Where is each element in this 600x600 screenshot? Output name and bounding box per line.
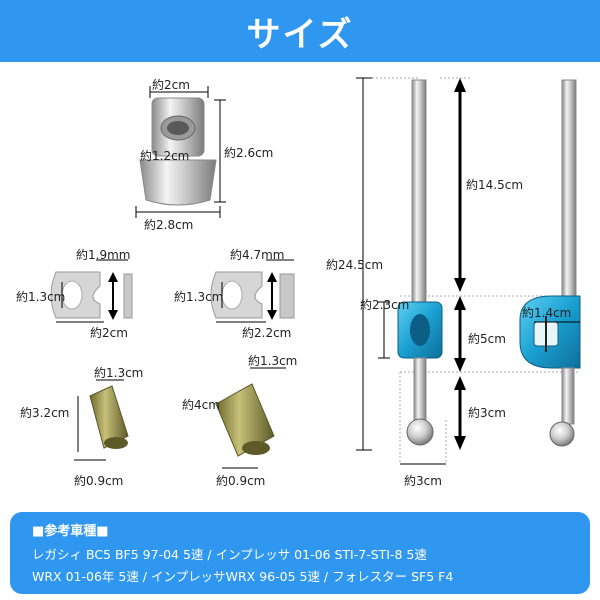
washer-a-thick-label: 約1.9mm bbox=[76, 248, 131, 262]
nut-top-label: 約2cm bbox=[152, 78, 190, 92]
sleeve-short bbox=[74, 379, 129, 461]
washer-a-inner-label: 約1.3cm bbox=[16, 290, 66, 304]
sleeve-b-length-label: 約4cm bbox=[182, 398, 220, 412]
parts-illustration bbox=[50, 77, 581, 469]
nut-inner-label: 約1.2cm bbox=[140, 149, 190, 163]
sleeve-a-outer-label: 約1.3cm bbox=[94, 366, 144, 380]
sleeve-a-length-label: 約3.2cm bbox=[20, 406, 70, 420]
washer-b-thick-label: 約4.7mm bbox=[230, 248, 285, 262]
compatible-vehicles-panel: ■参考車種■ レガシィ BC5 BF5 97-04 5速 / インプレッサ 01… bbox=[10, 512, 590, 594]
shifter-bottom-label: 約3cm bbox=[468, 406, 506, 420]
short-shifter bbox=[356, 77, 581, 465]
compatible-vehicles-line-1: レガシィ BC5 BF5 97-04 5速 / インプレッサ 01-06 STI… bbox=[32, 547, 427, 562]
shifter-total-label: 約24.5cm bbox=[326, 258, 384, 272]
compatible-vehicles-title: ■参考車種■ bbox=[32, 524, 109, 539]
sleeve-b-outer-label: 約1.3cm bbox=[248, 354, 298, 368]
page-title: サイズ bbox=[246, 14, 354, 55]
sleeve-long bbox=[215, 367, 286, 469]
washer-b-outer-label: 約2.2cm bbox=[242, 326, 292, 340]
title-banner: サイズ bbox=[0, 0, 600, 62]
washer-a-outer-label: 約2cm bbox=[90, 326, 128, 340]
washer-thin bbox=[50, 259, 133, 323]
washer-b-inner-label: 約1.3cm bbox=[174, 290, 224, 304]
compatible-vehicles-line-2: WRX 01-06年 5速 / インプレッサWRX 96-05 5速 / フォレ… bbox=[32, 569, 454, 584]
shifter-middle-label: 約5cm bbox=[468, 332, 506, 346]
sleeve-b-inner-label: 約0.9cm bbox=[216, 474, 266, 488]
nut-bottom-label: 約2.8cm bbox=[144, 218, 194, 232]
shifter-collar-label: 約2.3cm bbox=[360, 298, 410, 312]
shifter-bore-label: 約1.4cm bbox=[522, 306, 572, 320]
washer-thick bbox=[210, 259, 295, 323]
sleeve-a-inner-label: 約0.9cm bbox=[74, 474, 124, 488]
nut-height-label: 約2.6cm bbox=[224, 146, 274, 160]
shift-nut bbox=[135, 86, 226, 218]
shifter-ball-label: 約3cm bbox=[404, 474, 442, 488]
shifter-top-label: 約14.5cm bbox=[466, 178, 524, 192]
